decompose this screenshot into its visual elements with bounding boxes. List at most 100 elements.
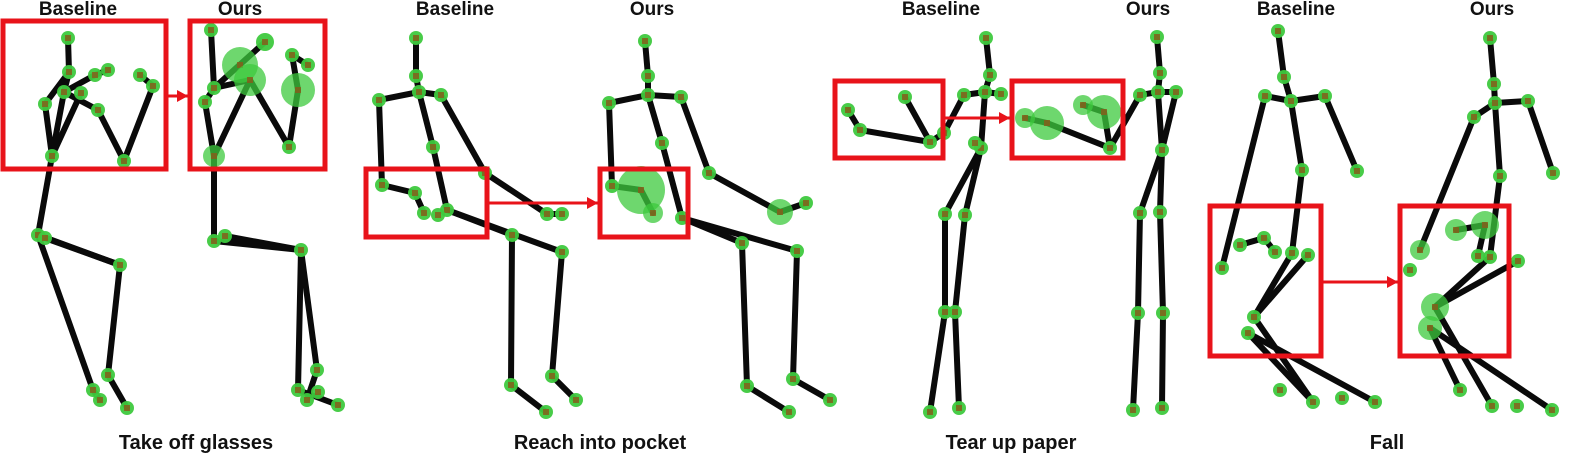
p4-ours-joint-core-le xyxy=(1497,173,1503,179)
p1-ours-joint-core-la xyxy=(298,247,304,253)
p3-ours-joint-core-le xyxy=(1107,145,1113,151)
p4-baseline-joint-core-le xyxy=(1299,167,1305,173)
p2-ours-joint-core-ra xyxy=(790,376,796,382)
p2-baseline-bone-10 xyxy=(482,170,550,217)
p2-baseline-joint-core-lwb xyxy=(412,190,418,196)
panel-2-baseline-label: Baseline xyxy=(415,0,495,20)
p3-ours-joint-core-neck xyxy=(1157,70,1163,76)
p2-arrow-head xyxy=(587,197,598,209)
p2-ours-joint-core-rf xyxy=(827,397,833,403)
p1-baseline-bone-11 xyxy=(49,90,84,159)
p1-baseline-joint-core-lw xyxy=(92,72,98,78)
p3-arrow-head xyxy=(999,112,1010,124)
p4-baseline-bone-5 xyxy=(1288,98,1305,173)
p1-baseline-joint-core-neck xyxy=(66,69,72,75)
p2-ours-joint-core-ha xyxy=(609,183,615,189)
p4-baseline-joint-core-head xyxy=(1275,28,1281,34)
p1-baseline-joint-core-lh xyxy=(121,158,127,164)
p1-ours-joint-core-lf2 xyxy=(335,402,341,408)
p1-ours-joint-core-lw xyxy=(286,144,292,150)
p3-baseline-bone-9 xyxy=(978,89,988,151)
p1-ours-joint-core-re xyxy=(289,52,295,58)
p2-ours-joint-core-ls xyxy=(606,100,612,106)
p3-ours-joint-core-rf xyxy=(1159,405,1165,411)
p4-ours-joint-core-h1 xyxy=(1407,267,1413,273)
p3-baseline-bone-6 xyxy=(857,127,933,145)
p4-baseline-joint-core-hip2 xyxy=(1245,330,1251,336)
p4-ours-bone-0 xyxy=(1487,35,1497,87)
p2-baseline-bone-15 xyxy=(444,207,565,255)
p2-baseline-bone-9 xyxy=(438,92,488,176)
panel-4-action-caption: Fall xyxy=(1369,432,1405,454)
p4-baseline-bone-11 xyxy=(1245,330,1378,405)
p2-ours-joint-core-rs xyxy=(678,94,684,100)
p1-baseline-joint-core-lf xyxy=(124,405,130,411)
p3-ours-joint-core-h3 xyxy=(1101,109,1107,115)
p1-ours-joint-core-rk xyxy=(314,367,320,373)
p2-ours-joint-core-la xyxy=(744,383,750,389)
p3-ours-joint-core-h2 xyxy=(1080,102,1086,108)
p4-ours-bone-5 xyxy=(1492,100,1503,179)
p4-baseline-joint-core-rs xyxy=(1322,93,1328,99)
p1-baseline-joint-core-hip xyxy=(49,153,55,159)
p2-baseline-bone-4 xyxy=(376,97,385,188)
p2-baseline-joint-core-rt xyxy=(559,211,565,217)
p4-baseline-bone-0 xyxy=(1275,28,1287,80)
p1-baseline-joint-core-spine xyxy=(61,89,67,95)
p4-ours-joint-core-h5 xyxy=(1475,253,1481,259)
p2-ours-joint-core-rh xyxy=(777,209,783,215)
p2-ours-joint-core-re xyxy=(706,170,712,176)
p1-baseline-joint-core-ra xyxy=(90,387,96,393)
p4-baseline-joint-core-rf xyxy=(1277,387,1283,393)
p1-ours-joint-core-lh xyxy=(247,77,253,83)
p1-ours-joint-core-spine xyxy=(202,99,208,105)
p1-ours-joint-core-hip xyxy=(211,153,217,159)
p3-baseline-joint-core-neck xyxy=(987,72,993,78)
p4-baseline-bone-9 xyxy=(1251,252,1311,320)
p4-baseline-bone-7 xyxy=(1322,93,1360,174)
p2-baseline-joint-core-sp xyxy=(416,89,422,95)
joints-layer xyxy=(31,23,1560,419)
p2-ours-joint-core-hc xyxy=(650,210,656,216)
p3-baseline-joint-core-head xyxy=(983,35,989,41)
p1-baseline-bone-15 xyxy=(105,262,123,378)
p4-ours-joint-core-lk xyxy=(1489,403,1495,409)
p3-ours-box xyxy=(1009,78,1126,161)
p3-baseline-bone-8 xyxy=(902,94,933,145)
p1-ours-joint-core-lhip xyxy=(211,238,217,244)
p3-ours-joint-core-rk xyxy=(1157,209,1163,215)
p2-baseline-joint-core-ra xyxy=(549,373,555,379)
p4-ours-joint-core-hip2 xyxy=(1427,325,1433,331)
p2-baseline-joint-core-rk xyxy=(559,249,565,255)
panel-4-baseline-label: Baseline xyxy=(1256,0,1336,20)
p3-ours-bone-14 xyxy=(1157,209,1166,316)
p3-baseline-joint-core-lk xyxy=(962,212,968,218)
panel-3-action-caption: Tear up paper xyxy=(945,432,1077,454)
p2-ours-bone-15 xyxy=(679,215,800,254)
p1-ours-joint-core-lb xyxy=(295,387,301,393)
p3-baseline-joint-core-hip xyxy=(978,145,984,151)
p3-baseline-joint-core-lf xyxy=(956,405,962,411)
p3-baseline-joint-core-ls xyxy=(961,92,967,98)
p1-baseline-bone-17 xyxy=(35,232,96,393)
p3-ours-bone-10 xyxy=(1137,147,1165,216)
p4-baseline-joint-core-lk xyxy=(1310,399,1316,405)
p2-baseline-joint-core-la xyxy=(508,382,514,388)
p3-baseline-joint-core-rs xyxy=(998,91,1004,97)
p4-ours-joint-core-h4 xyxy=(1482,222,1488,228)
p4-ours-bone-7 xyxy=(1525,98,1556,176)
bones-layer xyxy=(35,27,1556,415)
p2-ours-joint-core-sp xyxy=(645,92,651,98)
p1-baseline-bone-14 xyxy=(42,235,123,268)
p1-ours-bone-12 xyxy=(222,233,304,253)
p2-ours-joint-core-neck xyxy=(645,73,651,79)
p3-baseline-bone-11 xyxy=(952,212,968,315)
p2-ours-bone-17 xyxy=(790,376,833,403)
p4-ours-joint-core-rh xyxy=(1515,258,1521,264)
p2-baseline-joint-core-lwa xyxy=(379,182,385,188)
p1-baseline-bone-4 xyxy=(42,101,55,159)
p3-ours-joint-core-la xyxy=(1135,310,1141,316)
p3-ours-joint-core-hip xyxy=(1159,147,1165,153)
p3-ours-joint-core-sp xyxy=(1155,89,1161,95)
